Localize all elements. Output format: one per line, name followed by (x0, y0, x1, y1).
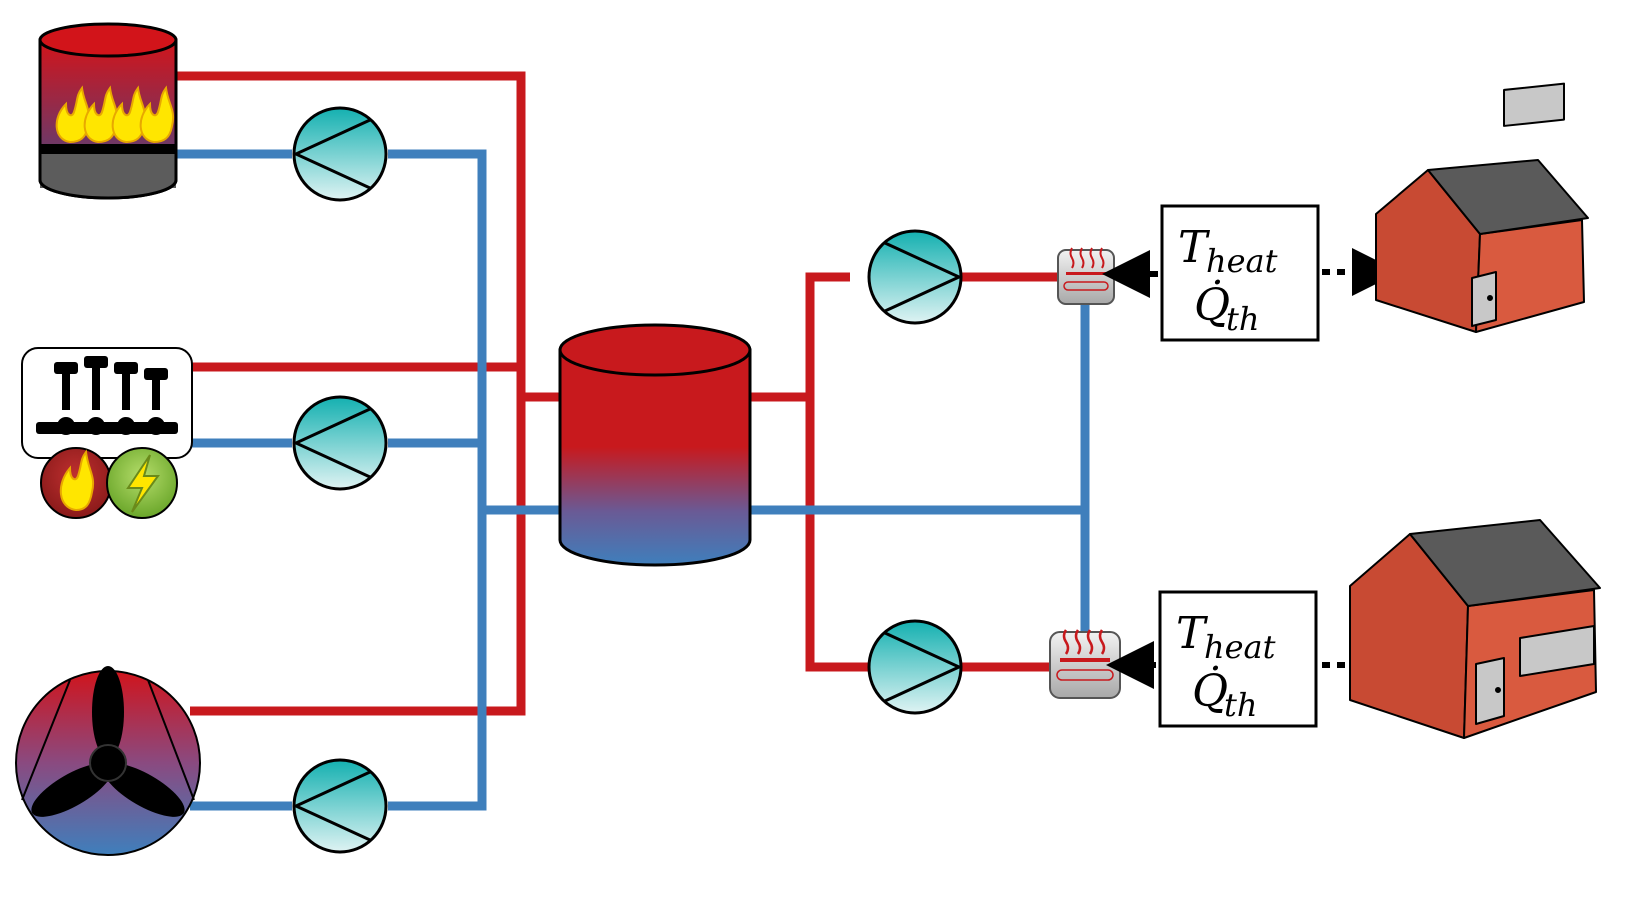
temperature-subscript: heat (1204, 628, 1276, 666)
heat-flow-subscript: th (1226, 300, 1259, 338)
house-icon (1349, 519, 1601, 739)
pump-icon (867, 229, 963, 325)
pump-icon (292, 758, 388, 854)
pump-icon (292, 395, 388, 491)
window (1503, 82, 1565, 127)
door (1471, 271, 1497, 327)
boiler-icon (38, 22, 178, 200)
engine-icon (36, 356, 178, 435)
house-icon (1375, 82, 1589, 333)
chp-engine-icon (21, 347, 193, 519)
window (1519, 625, 1595, 677)
return-pipes (170, 149, 1090, 811)
supply-pipes (170, 71, 1060, 716)
floor-heating-icon (1049, 629, 1121, 699)
heat-flow-symbol: Q̇ (1192, 664, 1228, 717)
pump-icon (867, 619, 963, 715)
heat-flow-subscript: th (1224, 686, 1257, 724)
door (1475, 657, 1505, 725)
label-box: T heat Q̇ th (1160, 204, 1320, 342)
heat-flow-symbol: Q̇ (1194, 278, 1230, 331)
temperature-subscript: heat (1206, 242, 1278, 280)
fan-icon (31, 666, 185, 817)
pump-icon (292, 106, 388, 202)
label-box: T heat Q̇ th (1158, 590, 1318, 728)
heat-pump-icon (15, 666, 201, 856)
temperature-symbol: T (1178, 222, 1211, 273)
temperature-symbol: T (1176, 608, 1209, 659)
flame-icon (60, 449, 95, 512)
lightning-icon (126, 454, 160, 513)
flame-icon (55, 85, 175, 144)
thermal-storage-tank-icon (558, 323, 752, 567)
floor-heating-icon (1057, 247, 1115, 305)
